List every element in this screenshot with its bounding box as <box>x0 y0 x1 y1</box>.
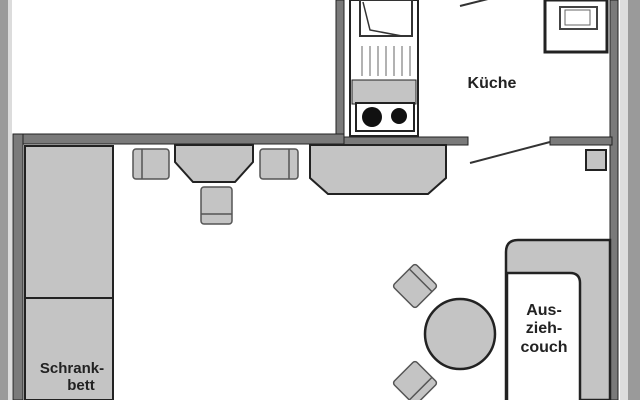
wall <box>12 133 345 145</box>
room-label-kitchen: Küche <box>467 75 517 92</box>
label-line: Aus- <box>526 302 562 319</box>
chair <box>132 148 170 180</box>
door-swing-kitchen <box>469 141 551 164</box>
chair <box>259 148 299 180</box>
burner-icon <box>362 107 382 127</box>
label-line: bett <box>67 377 95 395</box>
wall <box>343 136 469 146</box>
wall <box>335 0 345 135</box>
sofa-seat <box>505 271 582 400</box>
wall <box>12 133 24 400</box>
wall <box>609 0 619 400</box>
outer-left-edge <box>0 0 8 400</box>
label-line: zieh- <box>525 320 563 338</box>
murphy-bed <box>24 145 114 400</box>
dish-rack <box>361 46 411 76</box>
label-line: couch <box>520 338 568 356</box>
murphy-bed-label: Schrank- bett <box>22 360 122 395</box>
chair <box>392 263 438 309</box>
stove-backsplash <box>351 79 417 105</box>
door-swing-top <box>459 0 489 7</box>
chair <box>200 186 233 225</box>
counter-table <box>174 144 254 183</box>
sofa-bed-label: Aus- zieh- couch <box>508 302 580 357</box>
sink <box>359 0 413 37</box>
kitchen-island <box>309 144 447 195</box>
label-line: Schrank- <box>39 360 105 377</box>
round-table <box>423 297 497 371</box>
post <box>585 149 607 171</box>
outer-right-edge <box>628 0 640 400</box>
burner-icon <box>391 108 407 124</box>
wall <box>549 136 613 146</box>
chair <box>392 360 438 400</box>
